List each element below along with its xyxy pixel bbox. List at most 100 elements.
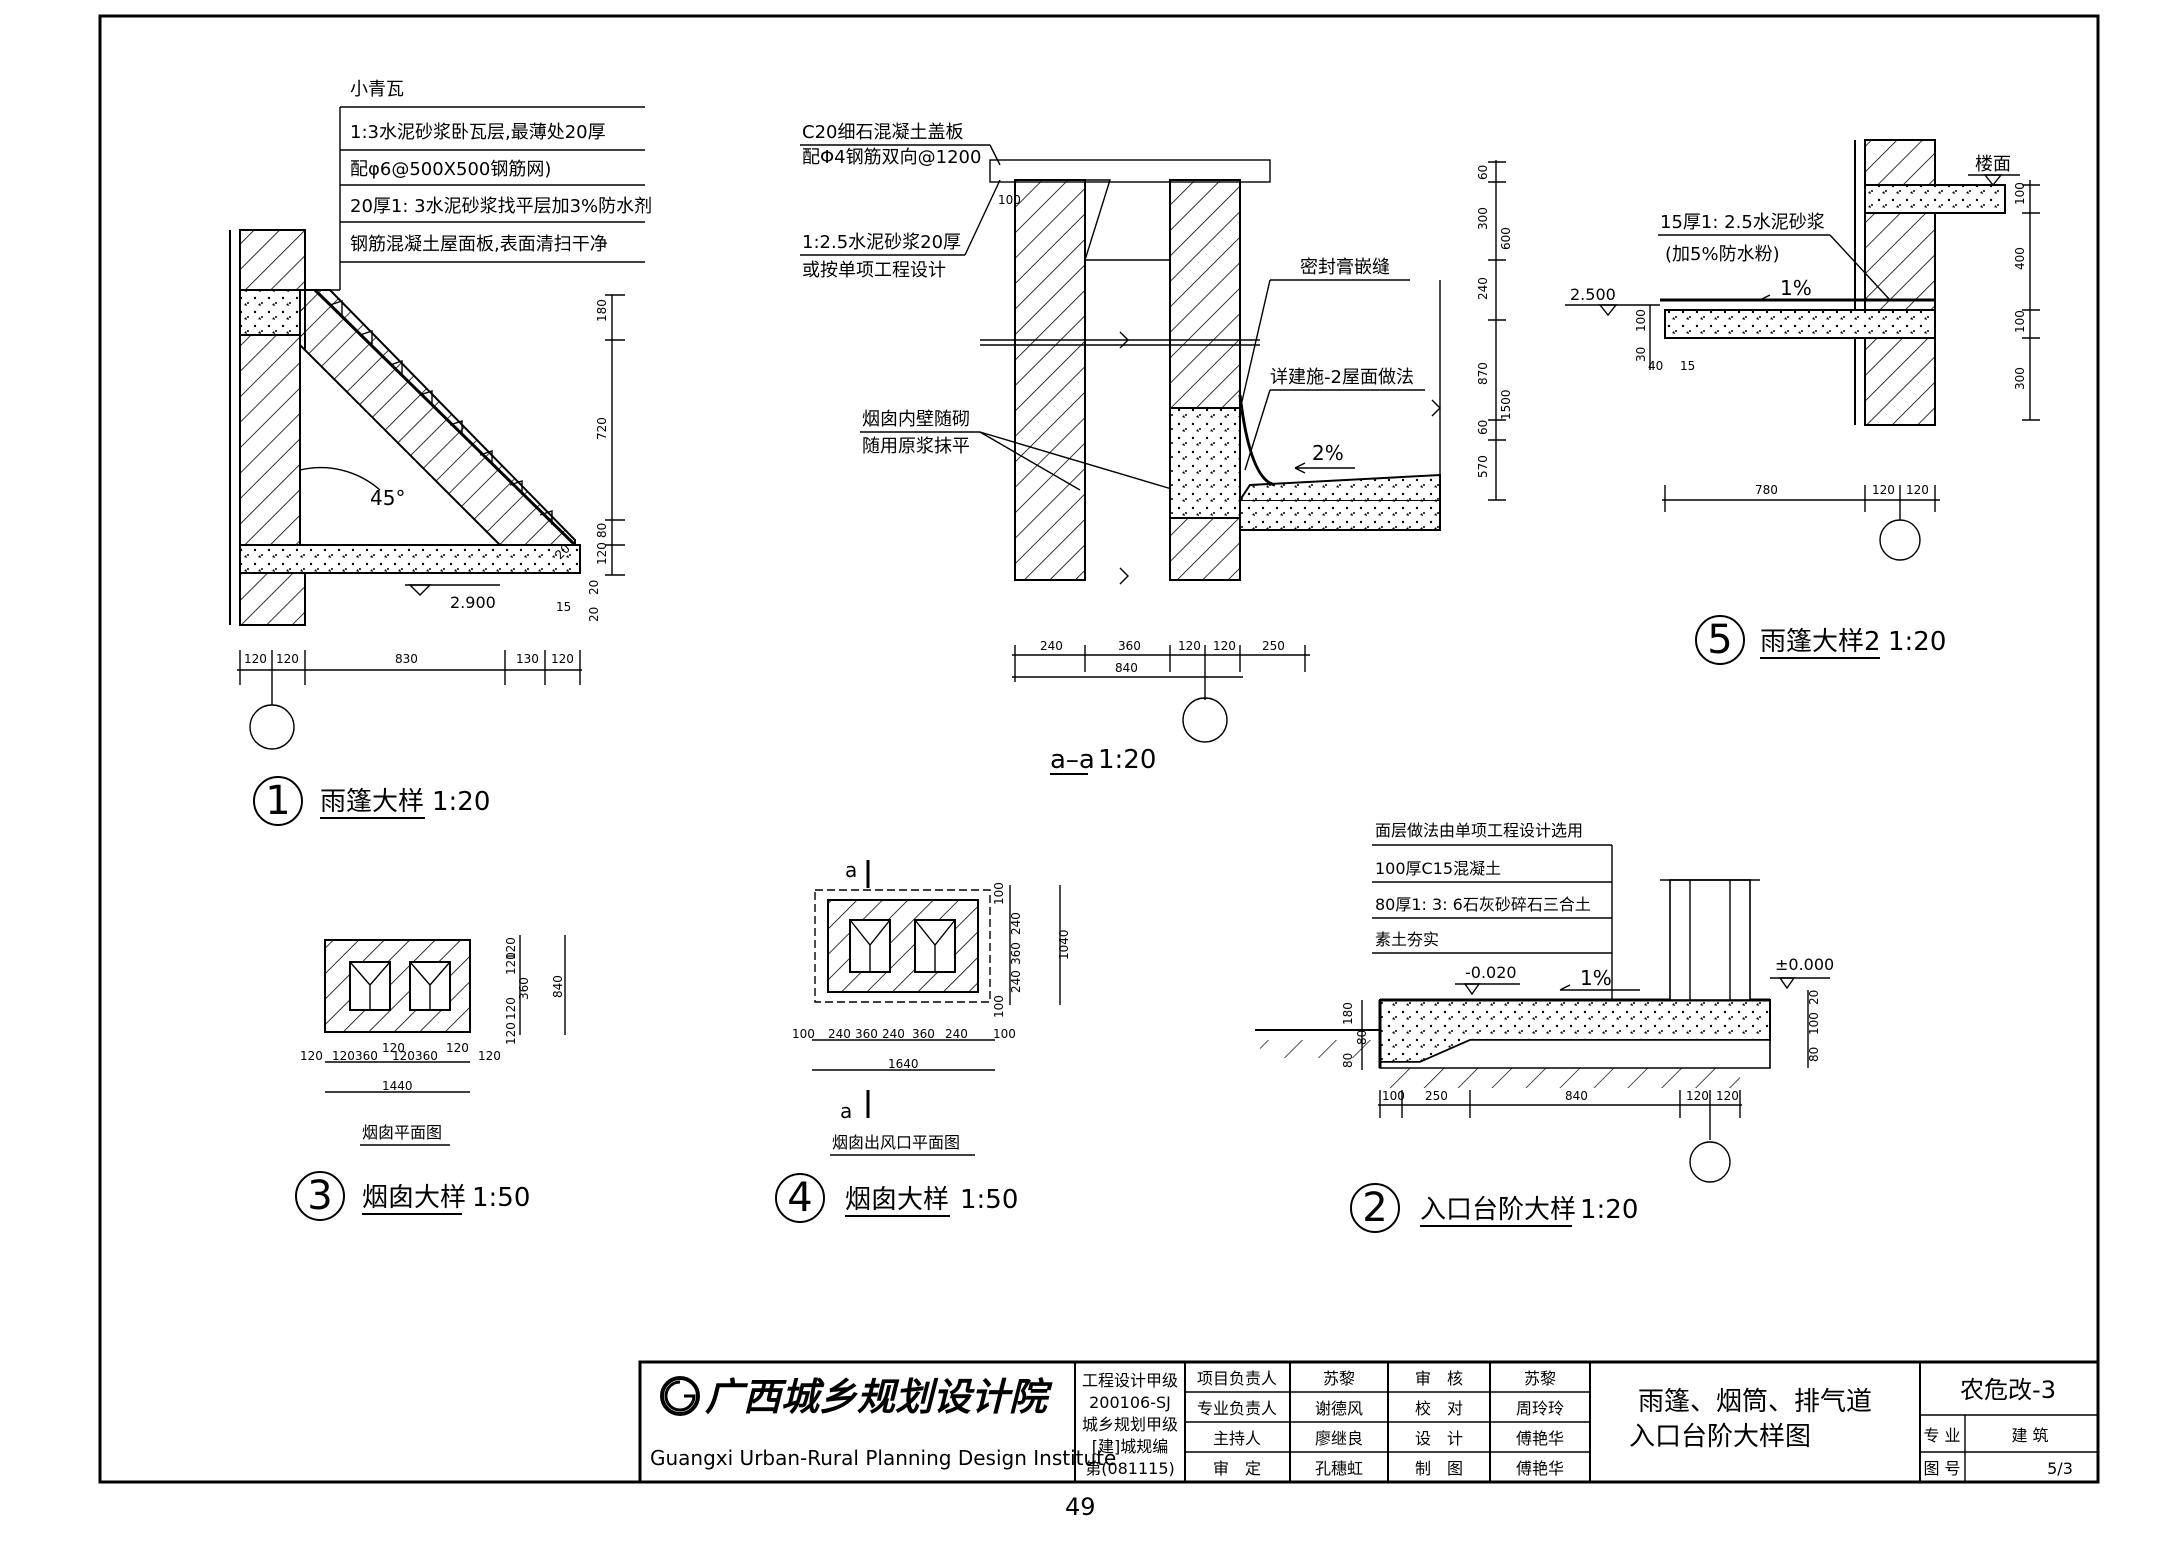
aa-note-roof: 详建施-2屋面做法 — [1270, 367, 1414, 388]
detail1-note-5: 钢筋混凝土屋面板,表面清扫干净 — [350, 234, 608, 255]
detail5-dim-r2: 400 — [2013, 247, 2027, 270]
role-approve: 审 定 — [1213, 1459, 1261, 1478]
detail4-dim-b3: 360 — [855, 1027, 878, 1041]
name-approve: 孔穗虹 — [1315, 1459, 1363, 1478]
detail-2-entry-steps: 面层做法由单项工程设计选用 100厚C15混凝土 80厚1: 3: 6石灰砂碎石… — [1255, 821, 1834, 1233]
detail1-dim-s1: 15 — [556, 600, 571, 614]
sheet-label: 图 号 — [1923, 1459, 1960, 1478]
detail5-dim-r3: 100 — [2013, 310, 2027, 333]
detail2-slope: 1% — [1580, 966, 1612, 990]
detail2-caption-scale: 1:20 — [1580, 1195, 1638, 1225]
detail4-caption-num: 4 — [787, 1175, 812, 1221]
detail4-dim-b2: 240 — [828, 1027, 851, 1041]
role-drafting: 制 图 — [1415, 1459, 1463, 1478]
detail1-roof-slab — [239, 289, 301, 336]
detail1-angle: 45° — [370, 486, 405, 510]
aa-dim-b3: 120 — [1178, 639, 1201, 653]
detail1-caption: 1 雨篷大样 1:20 — [253, 776, 490, 826]
detail2-bottom-dims: 100 250 840 120 120 — [1378, 1089, 1742, 1183]
detail4-caption-scale: 1:50 — [960, 1185, 1018, 1215]
detail4-caption-title: 烟囱大样 — [845, 1185, 949, 1215]
detail1-dim-s2: 20 — [587, 580, 601, 595]
detail2-note-1: 面层做法由单项工程设计选用 — [1375, 821, 1583, 840]
detail2-dim-r2: 100 — [1807, 1012, 1821, 1035]
detail4-dim-total-b: 1640 — [888, 1057, 919, 1071]
detail5-caption-scale: 1:20 — [1888, 627, 1946, 657]
qualification-3: 城乡规划甲级 — [1082, 1415, 1178, 1434]
detail4-section-mark-bottom: a — [840, 1099, 852, 1123]
detail5-dim-s1: 40 — [1648, 359, 1663, 373]
page-number: 49 — [1065, 1493, 1096, 1521]
aa-dim-100: 100 — [998, 193, 1021, 207]
detail4-dim-r2: 240 — [1009, 912, 1023, 935]
detail2-notes: 面层做法由单项工程设计选用 100厚C15混凝土 80厚1: 3: 6石灰砂碎石… — [1372, 821, 1613, 1010]
detail3-dim-b8: 120 — [478, 1049, 501, 1063]
detail4-dim-b6: 240 — [945, 1027, 968, 1041]
detail1-elevation: 2.900 — [450, 593, 496, 612]
detail5-floor-slab — [1864, 184, 2006, 214]
title-block: 广西城乡规划设计院 Guangxi Urban-Rural Planning D… — [638, 1360, 2100, 1484]
detail5-dim-b3: 120 — [1906, 483, 1929, 497]
aa-dim-total-1: 600 — [1499, 227, 1513, 250]
detail2-dim-r1: 20 — [1807, 990, 1821, 1005]
name-review: 苏黎 — [1524, 1369, 1556, 1388]
aa-dim-b2: 360 — [1118, 639, 1141, 653]
detail3-dim-b2: 120 — [332, 1049, 355, 1063]
detail2-dim-l2: 80 — [1355, 1030, 1369, 1045]
detail2-dim-b5: 120 — [1716, 1089, 1739, 1103]
aa-right-dims: 60 300 240 870 60 570 600 1500 — [1431, 160, 1513, 501]
detail5-left-dims: 100 30 40 15 — [1634, 305, 1695, 373]
aa-dim-r5: 60 — [1476, 420, 1490, 435]
detail2-axis-bubble — [1689, 1141, 1731, 1183]
detail1-dim-r4: 120 — [595, 542, 609, 565]
detail2-note-3: 80厚1: 3: 6石灰砂碎石三合土 — [1375, 895, 1591, 914]
detail1-caption-num: 1 — [265, 778, 290, 824]
discipline-label: 专 业 — [1923, 1426, 1960, 1445]
detail2-right-dims: 20 100 80 — [1807, 990, 1821, 1068]
aa-note-2: 配Φ4钢筋双向@1200 — [802, 147, 981, 168]
aa-note-5: 烟囱内壁随砌 — [862, 409, 970, 430]
detail2-dim-r3: 80 — [1807, 1047, 1821, 1062]
detail2-dim-b2: 250 — [1425, 1089, 1448, 1103]
detail3-plan-title: 烟囱平面图 — [362, 1123, 442, 1142]
detail1-note-2: 1:3水泥砂浆卧瓦层,最薄处20厚 — [350, 122, 606, 143]
detail1-notes: 小青瓦 1:3水泥砂浆卧瓦层,最薄处20厚 配φ6@500X500钢筋网) 20… — [310, 79, 652, 291]
detail3-dim-b3: 360 — [355, 1049, 378, 1063]
role-host: 主持人 — [1213, 1429, 1261, 1448]
name-host: 廖继良 — [1315, 1429, 1363, 1448]
detail1-dim-b3: 830 — [395, 652, 418, 666]
detail1-note-4: 20厚1: 3水泥砂浆找平层加3%防水剂 — [350, 196, 652, 217]
aa-cap-slab — [989, 159, 1271, 183]
drawing-title-1: 雨篷、烟筒、排气道 — [1638, 1387, 1872, 1417]
aa-dim-r3: 240 — [1476, 277, 1490, 300]
detail5-caption-num: 5 — [1707, 617, 1732, 663]
detail3-right-dims: 120 120 360 120 120 840 — [504, 935, 566, 1045]
aa-axis-bubble — [1182, 697, 1228, 743]
institute-name-en: Guangxi Urban-Rural Planning Design Inst… — [650, 1446, 1116, 1470]
detail3-dim-b7: 120 — [446, 1041, 469, 1055]
detail3-dim-total-b: 1440 — [382, 1079, 413, 1093]
detail1-dim-r2: 720 — [595, 417, 609, 440]
detail2-dim-b1: 100 — [1382, 1089, 1405, 1103]
role-project-lead: 项目负责人 — [1197, 1369, 1277, 1388]
detail1-dim-b1: 120 — [244, 652, 267, 666]
detail3-caption: 3 烟囱大样 1:50 — [295, 1171, 530, 1221]
detail5-right-dims: 100 400 100 300 — [2013, 180, 2040, 421]
detail4-dim-r4: 240 — [1009, 970, 1023, 993]
qualification-5: 第(081115) — [1085, 1459, 1175, 1478]
detail4-bottom-dims: 100 240 360 240 360 240 100 1640 — [792, 1027, 1016, 1071]
detail4-caption: 4 烟囱大样 1:50 — [775, 1173, 1018, 1223]
detail2-elev-zero: ±0.000 — [1775, 955, 1834, 974]
aa-dim-total: 840 — [1115, 661, 1138, 675]
aa-note-1: C20细石混凝土盖板 — [802, 122, 963, 143]
role-discipline-lead: 专业负责人 — [1197, 1399, 1277, 1418]
aa-dim-total-2: 1500 — [1499, 389, 1513, 420]
detail4-dim-b7: 100 — [993, 1027, 1016, 1041]
detail1-dim-r3: 80 — [595, 523, 609, 538]
detail2-note-4: 素土夯实 — [1375, 930, 1439, 949]
qualification-4: [建]城规编 — [1092, 1437, 1169, 1456]
detail5-caption: 5 雨篷大样2 1:20 — [1695, 615, 1946, 665]
detail4-dim-b5: 360 — [912, 1027, 935, 1041]
